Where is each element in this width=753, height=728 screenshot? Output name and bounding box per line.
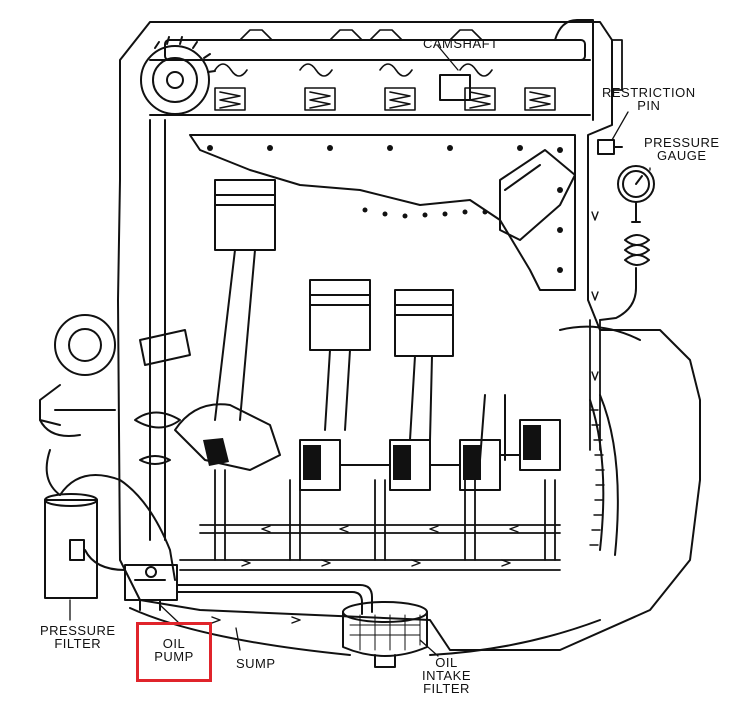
camshaft-assembly xyxy=(140,19,594,121)
sump-outline xyxy=(129,607,601,656)
label-oil-intake-filter: OIL INTAKE FILTER xyxy=(422,655,471,696)
oil-gallery xyxy=(179,39,623,571)
label-restriction-pin: RESTRICTION PIN xyxy=(602,85,696,113)
connecting-rods xyxy=(214,249,506,461)
engine-block-outline xyxy=(117,21,701,651)
flow-arrows xyxy=(211,211,599,624)
tappet-cover xyxy=(189,134,576,291)
label-pressure-gauge: PRESSURE GAUGE xyxy=(644,135,720,163)
front-pulley xyxy=(39,314,116,496)
pressure-filter-canister xyxy=(44,474,176,599)
drive-shaft xyxy=(134,119,191,541)
oil-pump-highlight-box xyxy=(136,622,212,682)
leader-lines xyxy=(69,45,651,657)
flywheel-teeth xyxy=(589,409,605,546)
crankshaft xyxy=(174,403,561,491)
pistons xyxy=(214,179,454,357)
label-oil-pump: OIL PUMP xyxy=(154,636,194,664)
label-sump: SUMP xyxy=(236,656,276,671)
restriction-pin xyxy=(597,139,623,155)
label-pressure-filter: PRESSURE FILTER xyxy=(40,623,116,651)
manifold-elbow xyxy=(499,149,576,241)
oil-intake-filter xyxy=(342,601,428,668)
pressure-gauge xyxy=(599,165,655,321)
label-camshaft: CAMSHAFT xyxy=(423,36,499,51)
